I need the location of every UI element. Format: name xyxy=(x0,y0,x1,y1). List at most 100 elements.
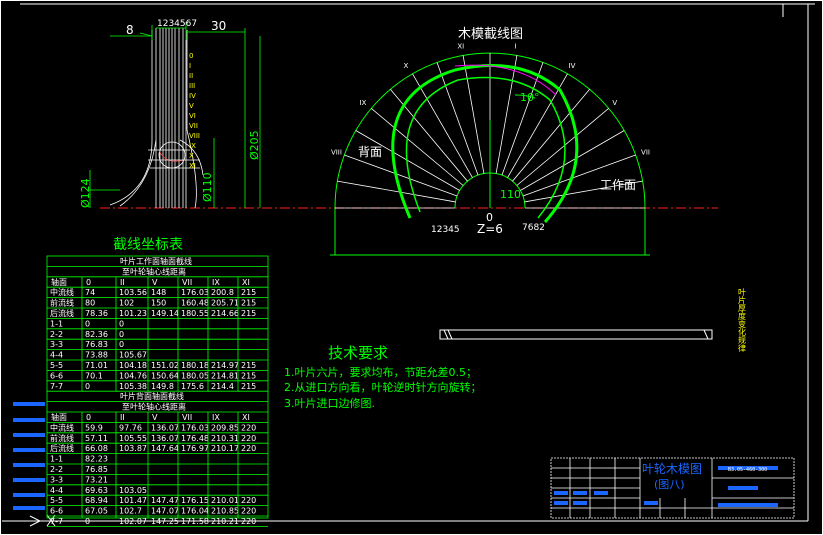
table-cell: VII xyxy=(182,278,192,287)
table-cell: 73.88 xyxy=(85,351,108,360)
table-cell: 210.21 xyxy=(211,517,239,526)
table-cell: XI xyxy=(242,278,250,287)
table-cell: 160.48 xyxy=(181,299,209,308)
table-cell: 151.02 xyxy=(151,361,179,370)
table-cell: XI xyxy=(242,413,250,422)
section-ray xyxy=(462,55,485,174)
profile-section-label: IV xyxy=(189,92,196,100)
table-cell: 171.58 xyxy=(181,517,209,526)
table-cell: 76.85 xyxy=(85,465,108,474)
table-cell: 214.97 xyxy=(211,361,239,370)
table-cell: 至叶轮轴心线距离 xyxy=(122,266,186,276)
table-cell: 至叶轮轴心线距离 xyxy=(122,402,186,412)
table-cell: 1-1 xyxy=(50,455,63,464)
table-cell: 136.07 xyxy=(151,423,179,432)
table-cell: 214.66 xyxy=(211,309,239,318)
table-cell: 7-7 xyxy=(50,517,63,526)
table-cell: 149.14 xyxy=(151,309,179,318)
table-cell: 215 xyxy=(241,288,256,297)
table-cell: 中流线 xyxy=(50,422,74,432)
table-cell: 102.07 xyxy=(119,517,147,526)
table-cell: 105.67 xyxy=(119,351,147,360)
table-cell: 67.05 xyxy=(85,507,108,516)
table-cell: 214.4 xyxy=(211,382,234,391)
table-cell: 210.85 xyxy=(211,507,239,516)
table-cell: 176.03 xyxy=(181,423,209,432)
section-title: 木模截线图 xyxy=(458,27,523,42)
table-cell: 105.55 xyxy=(119,434,147,443)
blade-profile-view xyxy=(109,28,204,209)
table-cell: 147.64 xyxy=(151,444,179,453)
section-ray xyxy=(524,180,643,203)
table-cell: 209.85 xyxy=(211,423,239,432)
table-cell: 220 xyxy=(241,507,256,516)
table-cell: 210.31 xyxy=(211,434,239,443)
section-ray xyxy=(436,62,479,176)
section-ray xyxy=(371,108,464,186)
dim-124: Ø124 xyxy=(79,178,92,208)
table-cell: 59.9 xyxy=(85,423,103,432)
roman-label: X xyxy=(404,62,409,70)
table-cell: 176.04 xyxy=(181,507,209,516)
table-cell: 4-4 xyxy=(50,351,63,360)
roman-label: IX xyxy=(360,99,367,107)
table-cell: 176.97 xyxy=(181,444,209,453)
table-cell: 80 xyxy=(85,299,95,308)
table-cell: V xyxy=(152,278,158,287)
table-cell: 101.47 xyxy=(119,496,147,505)
table-cell: 0 xyxy=(119,330,124,339)
table-cell: 102.7 xyxy=(119,507,142,516)
table-cell: 0 xyxy=(85,517,90,526)
table-cell: 71.01 xyxy=(85,361,108,370)
section-ray xyxy=(520,130,625,191)
profile-section-label: III xyxy=(189,82,195,90)
table-cell: 66.08 xyxy=(85,444,108,453)
table-cell: 175.6 xyxy=(181,382,204,391)
right-stream-nums: 7682 xyxy=(522,223,545,233)
section-ray xyxy=(344,154,458,197)
section-ray xyxy=(507,73,568,178)
roman-label: I xyxy=(515,43,517,51)
profile-dimensions xyxy=(89,22,261,208)
table-cell: 97.76 xyxy=(119,423,142,432)
table-cell: 后流线 xyxy=(50,443,74,453)
table-cell: 176.48 xyxy=(181,434,209,443)
requirement-2: 2.从进口方向看，叶轮逆时针方向旋转； xyxy=(284,380,482,394)
table-cell: V xyxy=(152,413,158,422)
table-cell: 104.76 xyxy=(119,371,147,380)
section-angle: 10° xyxy=(520,91,540,104)
title-block xyxy=(550,457,795,519)
table-cell: 6-6 xyxy=(50,507,63,516)
profile-section-label: I xyxy=(189,62,191,70)
table-cell: 0 xyxy=(85,382,90,391)
dim-30: 30 xyxy=(211,19,226,33)
table-cell: 3-3 xyxy=(50,340,63,349)
roman-label: VII xyxy=(641,149,650,157)
table-cell: 82.36 xyxy=(85,330,108,339)
table-cell: 78.36 xyxy=(85,309,108,318)
thickness-label: 叶片厚度变化规律 xyxy=(738,288,747,353)
section-ray xyxy=(412,73,473,178)
table-cell: 148 xyxy=(151,288,166,297)
center-zero: 0 xyxy=(486,211,493,224)
table-cell: 5-5 xyxy=(50,361,63,370)
table-cell: 215 xyxy=(241,371,256,380)
table-cell: 74 xyxy=(85,288,95,297)
table-cell: 210.01 xyxy=(211,496,239,505)
dim-205: Ø205 xyxy=(248,130,261,160)
blade-count: Z=6 xyxy=(477,222,503,236)
table-cell: 4-4 xyxy=(50,486,63,495)
requirements-title: 技术要求 xyxy=(328,344,388,362)
section-ray xyxy=(337,180,456,203)
section-ray xyxy=(355,130,460,191)
table-cell: 136.07 xyxy=(151,434,179,443)
table-cell: 220 xyxy=(241,496,256,505)
drawing-number: B3.05-460-300 xyxy=(728,467,767,473)
table-cell: 215 xyxy=(241,309,256,318)
table-cell: 220 xyxy=(241,423,256,432)
sheet-label: (图八) xyxy=(654,478,685,491)
hub-dim: 110 xyxy=(500,188,521,201)
table-cell: 2-2 xyxy=(50,330,63,339)
